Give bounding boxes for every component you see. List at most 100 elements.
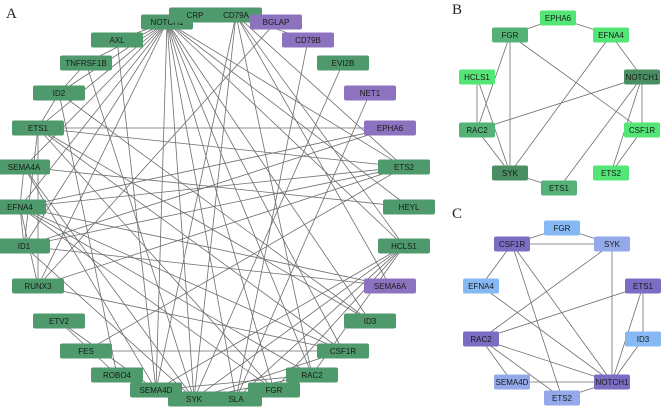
- edge-cd79a-sema6a: [235, 14, 391, 287]
- node-label: EFNA4: [7, 203, 33, 212]
- node-ets2[interactable]: ETS2: [593, 165, 629, 181]
- node-cd79a[interactable]: CD79A: [210, 7, 262, 23]
- node-ets1[interactable]: ETS1: [625, 278, 661, 294]
- node-label: SEMA4D: [140, 386, 173, 395]
- node-box: [625, 278, 661, 294]
- node-cd79b[interactable]: CD79B: [282, 32, 334, 48]
- node-crp[interactable]: CRP: [169, 7, 221, 23]
- node-syk[interactable]: SYK: [594, 236, 630, 252]
- node-sema4d[interactable]: SEMA4D: [130, 382, 182, 398]
- edge-notch1-id2: [58, 21, 168, 94]
- node-label: ETS2: [552, 394, 573, 403]
- node-box: [344, 85, 396, 101]
- edge-syk-sema4a: [23, 166, 195, 400]
- node-label: SLA: [228, 395, 244, 404]
- node-label: SEMA4A: [8, 163, 41, 172]
- node-id2[interactable]: ID2: [33, 85, 85, 101]
- edge-notch1-fgr: [166, 21, 275, 391]
- node-label: TNFRSF1B: [65, 59, 106, 68]
- node-box: [463, 331, 499, 347]
- node-box: [624, 122, 660, 138]
- edge-cd79b-sla: [235, 39, 309, 400]
- node-box: [494, 374, 530, 390]
- node-bglap[interactable]: BGLAP: [250, 14, 302, 30]
- node-evi2b[interactable]: EVI2B: [317, 55, 369, 71]
- node-label: EFNA4: [468, 282, 494, 291]
- node-fgr[interactable]: FGR: [544, 220, 580, 236]
- node-box: [91, 367, 143, 383]
- node-box: [91, 32, 143, 48]
- node-box: [344, 313, 396, 329]
- node-hcls1[interactable]: HCLS1: [378, 238, 430, 254]
- node-id3[interactable]: ID3: [344, 313, 396, 329]
- node-box: [492, 27, 528, 43]
- node-csf1r[interactable]: CSF1R: [317, 343, 369, 359]
- node-id3[interactable]: ID3: [625, 331, 661, 347]
- node-box: [12, 278, 64, 294]
- node-box: [317, 343, 369, 359]
- edge-net1-sla: [235, 92, 371, 400]
- node-box: [463, 278, 499, 294]
- node-tnfrsf1b[interactable]: TNFRSF1B: [60, 55, 112, 71]
- node-box: [60, 55, 112, 71]
- node-ets1[interactable]: ETS1: [541, 180, 577, 196]
- node-efna4[interactable]: EFNA4: [593, 27, 629, 43]
- node-robo4[interactable]: ROBO4: [91, 367, 143, 383]
- node-rac2[interactable]: RAC2: [459, 122, 495, 138]
- node-label: SEMA6A: [374, 282, 407, 291]
- node-sema4d[interactable]: SEMA4D: [494, 374, 530, 390]
- edge-sema6a-id1: [23, 245, 391, 287]
- panel-b-label: B: [452, 2, 462, 18]
- node-epha6[interactable]: EPHA6: [540, 10, 576, 26]
- edge-notch1-id3: [166, 21, 371, 322]
- edge-heyl-sema4a: [23, 166, 410, 208]
- panel-c: CFGRSYKETS1ID3NOTCH1ETS2SEMA4DRAC2EFNA4C…: [452, 206, 661, 406]
- node-rac2[interactable]: RAC2: [463, 331, 499, 347]
- edge-ets2-fes: [85, 166, 405, 352]
- node-box: [250, 14, 302, 30]
- node-efna4[interactable]: EFNA4: [463, 278, 499, 294]
- node-efna4[interactable]: EFNA4: [0, 199, 46, 215]
- node-label: ROBO4: [103, 371, 132, 380]
- node-runx3[interactable]: RUNX3: [12, 278, 64, 294]
- node-label: FGR: [554, 224, 571, 233]
- node-fgr[interactable]: FGR: [492, 27, 528, 43]
- node-ets1[interactable]: ETS1: [12, 120, 64, 136]
- node-label: HCLS1: [391, 242, 417, 251]
- node-label: RAC2: [466, 126, 488, 135]
- node-label: NOTCH1: [151, 18, 184, 27]
- node-sla[interactable]: SLA: [210, 391, 262, 407]
- edge-id1-ets1: [23, 127, 39, 247]
- node-notch1[interactable]: NOTCH1: [624, 69, 660, 85]
- node-etv2[interactable]: ETV2: [33, 313, 85, 329]
- node-net1[interactable]: NET1: [344, 85, 396, 101]
- node-box: [364, 120, 416, 136]
- node-label: ETS2: [601, 169, 622, 178]
- node-epha6[interactable]: EPHA6: [364, 120, 416, 136]
- node-heyl[interactable]: HEYL: [383, 199, 435, 215]
- node-sema4a[interactable]: SEMA4A: [0, 159, 50, 175]
- node-box: [60, 343, 112, 359]
- node-id1[interactable]: ID1: [0, 238, 50, 254]
- node-rac2[interactable]: RAC2: [286, 367, 338, 383]
- node-axl[interactable]: AXL: [91, 32, 143, 48]
- node-csf1r[interactable]: CSF1R: [624, 122, 660, 138]
- node-notch1[interactable]: NOTCH1: [594, 374, 630, 390]
- node-box: [624, 69, 660, 85]
- node-label: ID3: [637, 335, 650, 344]
- edge-syk-efna4: [509, 34, 612, 174]
- node-hcls1[interactable]: HCLS1: [459, 69, 495, 85]
- edge-notch1-sla: [166, 21, 237, 400]
- node-fes[interactable]: FES: [60, 343, 112, 359]
- edge-notch1-efna4: [19, 21, 168, 208]
- node-box: [378, 238, 430, 254]
- node-sema6a[interactable]: SEMA6A: [364, 278, 416, 294]
- node-ets2[interactable]: ETS2: [544, 390, 580, 406]
- node-csf1r[interactable]: CSF1R: [494, 236, 530, 252]
- node-label: NET1: [360, 89, 381, 98]
- node-syk[interactable]: SYK: [492, 165, 528, 181]
- node-ets2[interactable]: ETS2: [378, 159, 430, 175]
- edge-efna4-notch1: [480, 285, 613, 383]
